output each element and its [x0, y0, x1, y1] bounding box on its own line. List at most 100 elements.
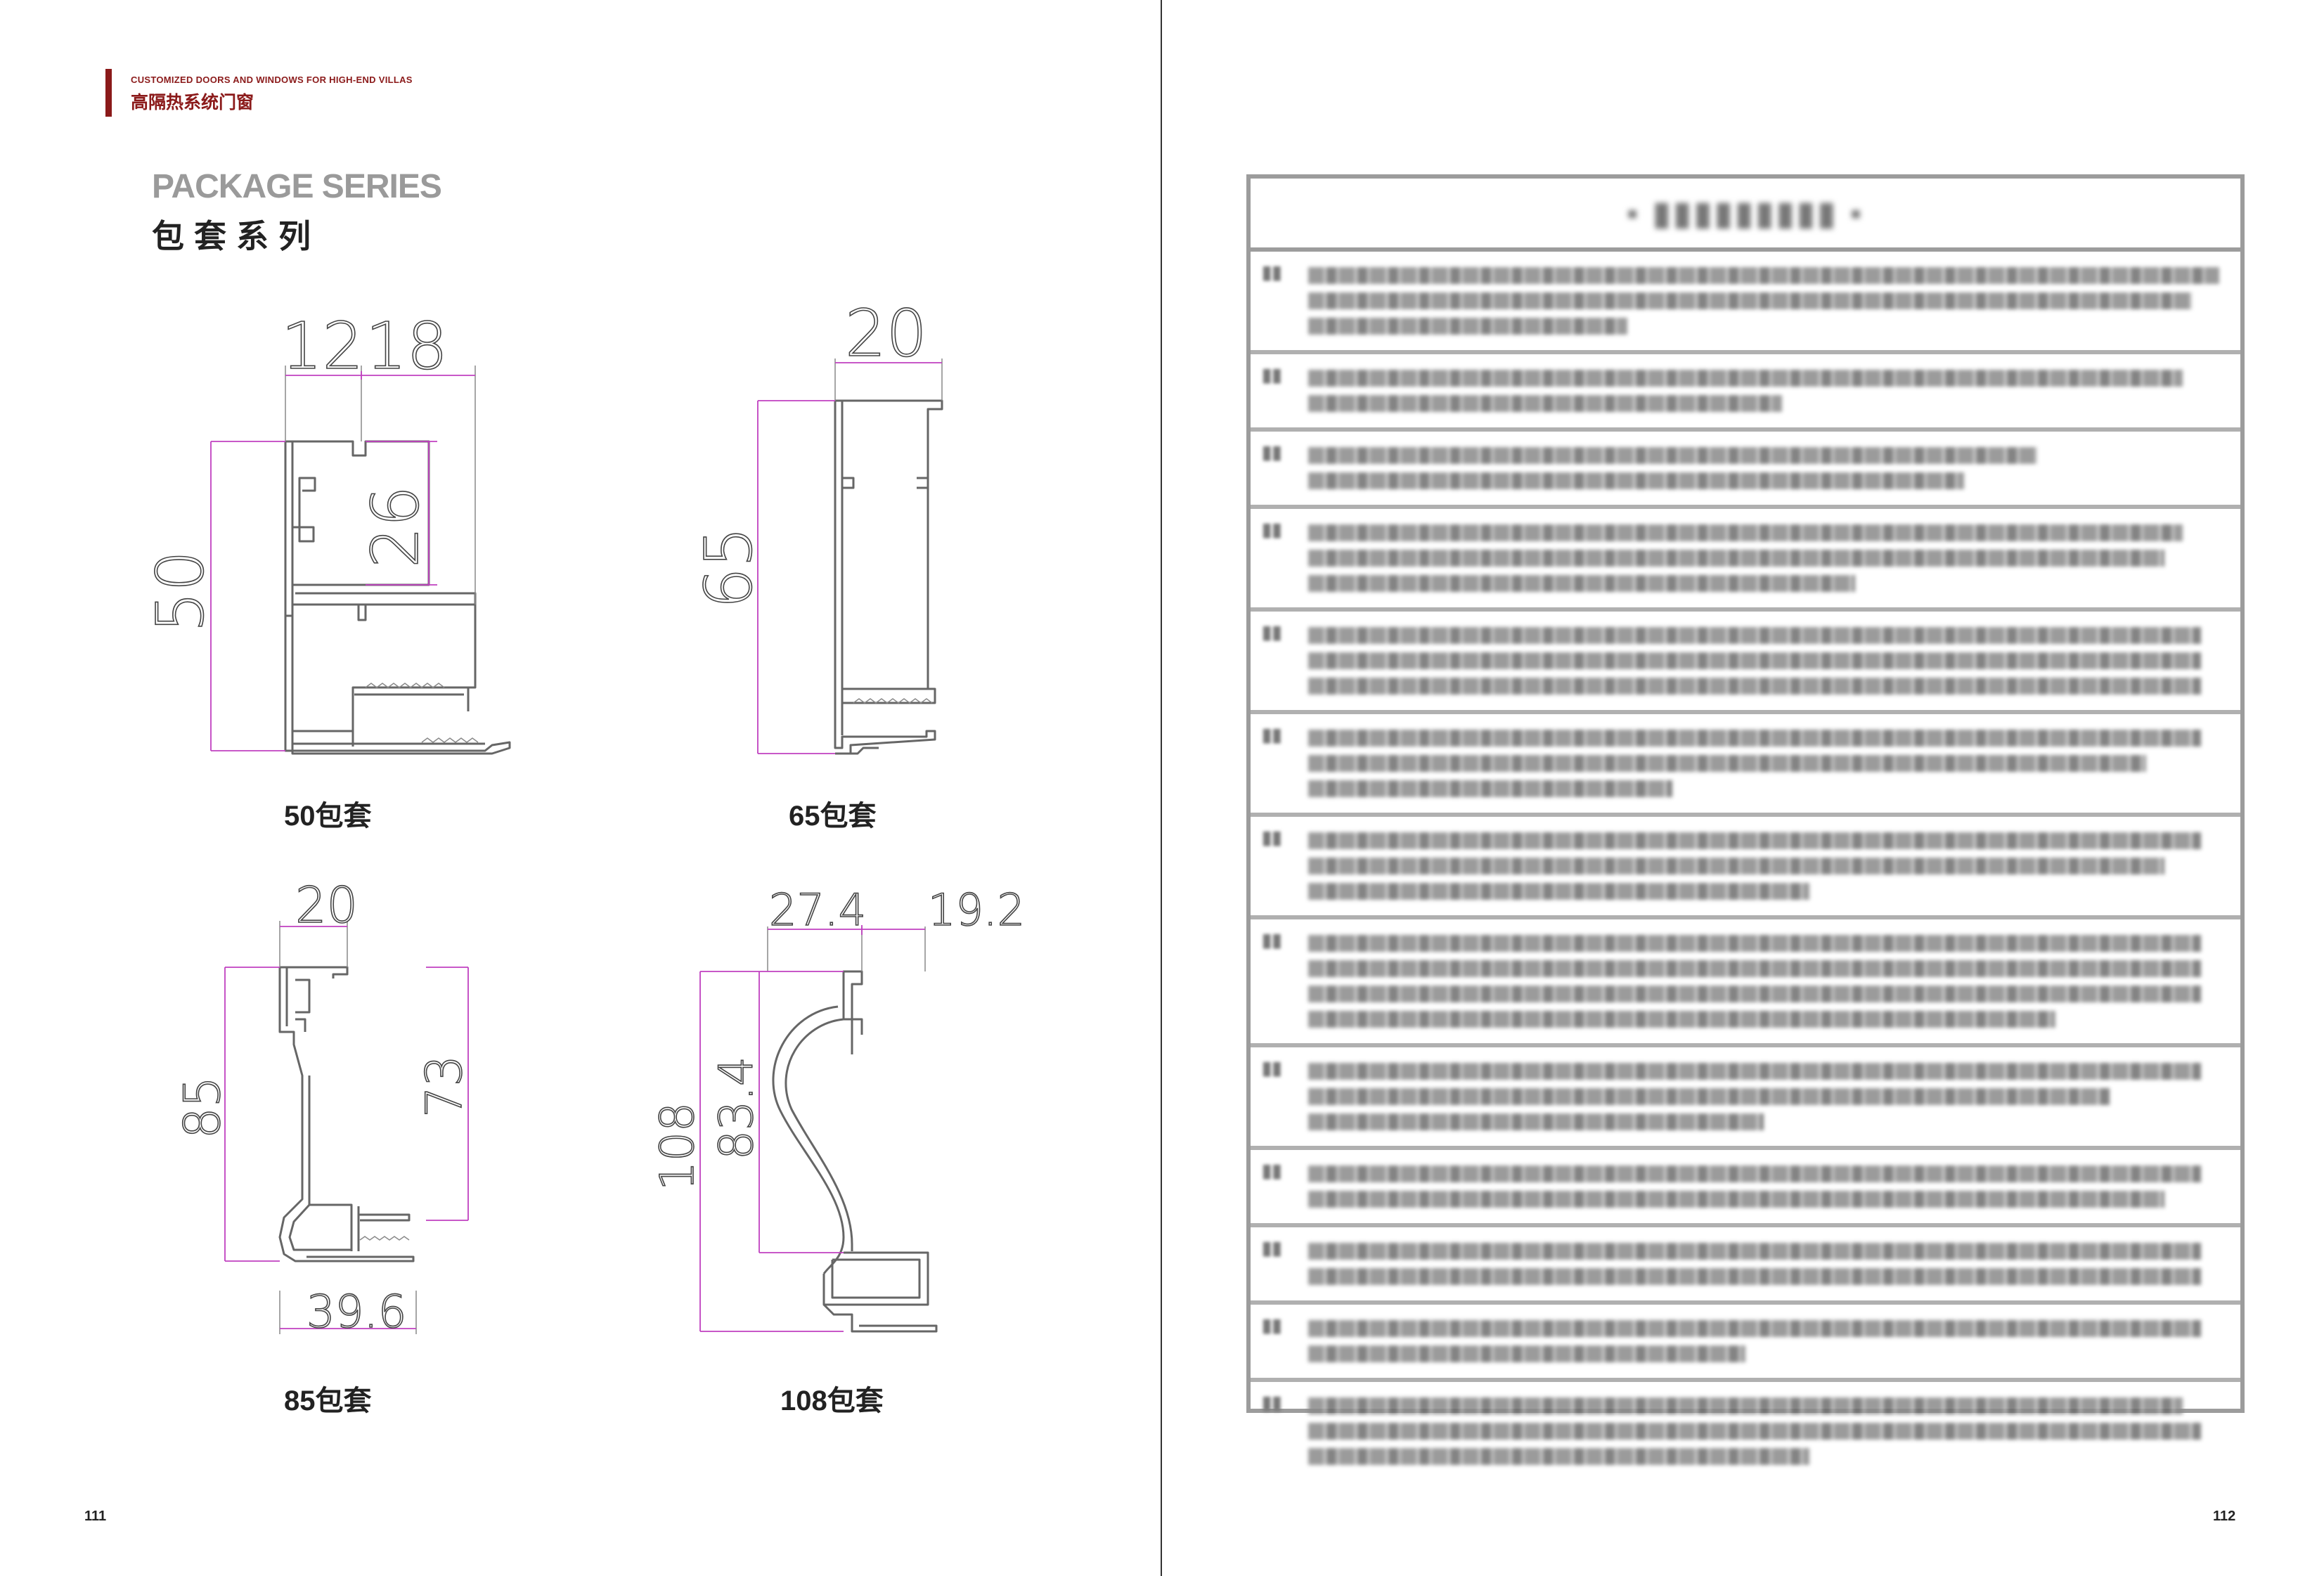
- profile-50-teeth: [365, 683, 479, 743]
- profile-108-outline: [772, 970, 938, 1333]
- spec-row-number-blurred: ▮▮: [1262, 441, 1282, 463]
- spec-row-text-blurred: [1308, 1448, 1809, 1465]
- spec-row-number-blurred: ▮▮: [1262, 1160, 1282, 1181]
- section-title-cn: 包套系列: [152, 218, 321, 254]
- spec-row-text-blurred: [1308, 575, 1855, 592]
- spec-row: ▮▮: [1251, 354, 2240, 432]
- spec-row: ▮▮: [1251, 509, 2240, 612]
- spec-row-text-blurred: [1308, 1397, 2183, 1414]
- spec-row-text-blurred: [1308, 678, 2201, 695]
- spec-row-text-blurred: [1308, 1191, 2164, 1208]
- spec-row-text-blurred: [1308, 1243, 2201, 1260]
- profile-108: 27.4 19.2 83.4 108: [650, 884, 1026, 1333]
- spec-row-text-blurred: [1308, 730, 2201, 747]
- spec-row-number-blurred: ▮▮: [1262, 261, 1282, 283]
- dim-108-83-4: 83.4: [709, 1057, 763, 1160]
- spec-row-text-blurred: [1308, 935, 2201, 952]
- spec-row-number-blurred: ▮▮: [1262, 621, 1282, 642]
- spec-row-text-blurred: [1308, 883, 1809, 900]
- spec-row-text-blurred: [1308, 1423, 2201, 1440]
- spec-row-text-blurred: [1308, 1063, 2201, 1080]
- spec-row-text-blurred: [1308, 1320, 2201, 1337]
- spec-row-number-blurred: ▮▮: [1262, 1392, 1282, 1413]
- brand-tagline-en: CUSTOMIZED DOORS AND WINDOWS FOR HIGH-EN…: [131, 75, 413, 85]
- dim-65-20: 20: [845, 296, 927, 371]
- spec-row: ▮▮: [1251, 1305, 2240, 1382]
- spec-row-text-blurred: [1308, 755, 2146, 772]
- profile-85-teeth: [359, 1236, 410, 1241]
- dim-108-108: 108: [650, 1102, 704, 1191]
- spec-row-text-blurred: [1308, 1345, 1745, 1362]
- spec-row-text-blurred: [1308, 832, 2201, 849]
- dim-85-73: 73: [415, 1055, 473, 1118]
- dim-85-20: 20: [295, 877, 358, 934]
- spec-row: ▮▮: [1251, 919, 2240, 1047]
- page-number-right: 112: [2213, 1509, 2236, 1524]
- dim-50-12: 12: [281, 309, 363, 384]
- spec-row-text-blurred: [1308, 627, 2201, 644]
- dim-108-27-4: 27.4: [769, 884, 866, 936]
- spec-row: ▮▮: [1251, 1382, 2240, 1480]
- spec-row: ▮▮: [1251, 432, 2240, 509]
- page-number-left: 111: [84, 1509, 107, 1524]
- spec-row-text-blurred: [1308, 318, 1627, 335]
- profile-65-outline: [834, 399, 943, 755]
- spec-table-blurred: ▪ ▮▮▮▮▮▮▮▮▮ ▪ ▮▮ ▮▮ ▮▮ ▮▮ ▮▮ ▮▮ ▮▮ ▮▮ ▮▮ ▮▮ ▮▮ ▮▮ ▮▮: [1246, 174, 2245, 1465]
- spec-row-text-blurred: [1308, 1088, 2110, 1105]
- spec-row-number-blurred: ▮▮: [1262, 1315, 1282, 1336]
- spec-row: ▮▮: [1251, 1150, 2240, 1227]
- caption-108-package: 108包套: [780, 1386, 884, 1416]
- spec-row-number-blurred: ▮▮: [1262, 724, 1282, 745]
- spec-row-text-blurred: [1308, 1165, 2201, 1182]
- blurred-title-text: ▪ ▮▮▮▮▮▮▮▮▮ ▪: [1627, 195, 1864, 231]
- spec-row-number-blurred: ▮▮: [1262, 519, 1282, 540]
- spec-table-rows: ▮▮ ▮▮ ▮▮ ▮▮ ▮▮ ▮▮ ▮▮ ▮▮ ▮▮ ▮▮ ▮▮ ▮▮ ▮▮: [1251, 252, 2240, 1480]
- profile-65-teeth: [853, 698, 933, 704]
- caption-50-package: 50包套: [284, 801, 372, 832]
- spec-row-number-blurred: ▮▮: [1262, 929, 1282, 950]
- spec-row: ▮▮: [1251, 817, 2240, 919]
- spec-table-title-blurred: ▪ ▮▮▮▮▮▮▮▮▮ ▪: [1251, 179, 2240, 252]
- spec-row-number-blurred: ▮▮: [1262, 1237, 1282, 1258]
- spec-row-text-blurred: [1308, 1113, 1764, 1130]
- dim-85-85: 85: [174, 1076, 231, 1139]
- spec-row: ▮▮: [1251, 1227, 2240, 1305]
- spec-row: ▮▮: [1251, 612, 2240, 714]
- profile-65: 20 65: [690, 295, 943, 755]
- brand-tagline-cn: 高隔热系统门窗: [131, 93, 254, 112]
- profile-85-outline: [278, 966, 415, 1262]
- spec-row-text-blurred: [1308, 267, 2219, 284]
- spec-row-text-blurred: [1308, 472, 1964, 489]
- spec-row-number-blurred: ▮▮: [1262, 827, 1282, 848]
- dim-85-39-6: 39.6: [306, 1286, 407, 1338]
- spec-row-text-blurred: [1308, 370, 2183, 387]
- spec-row-number-blurred: ▮▮: [1262, 1057, 1282, 1078]
- dim-50-26: 26: [358, 486, 433, 568]
- profile-85: 20 85 73 39.6: [173, 876, 474, 1339]
- spec-row-text-blurred: [1308, 447, 2037, 464]
- spec-row-text-blurred: [1308, 1011, 2055, 1028]
- dim-65-65: 65: [691, 527, 766, 609]
- spec-row-text-blurred: [1308, 292, 2192, 309]
- spec-row-text-blurred: [1308, 524, 2183, 541]
- spec-row-text-blurred: [1308, 652, 2201, 669]
- spec-row-text-blurred: [1308, 395, 1782, 412]
- profile-50: 12 18 26 50: [142, 308, 511, 755]
- caption-85-package: 85包套: [284, 1386, 372, 1416]
- spec-row: ▮▮: [1251, 252, 2240, 354]
- dim-108-19-2: 19.2: [928, 884, 1025, 936]
- spec-row-text-blurred: [1308, 858, 2164, 874]
- spec-row-text-blurred: [1308, 960, 2201, 977]
- profile-drawings: .prof { fill: none; stroke: #666; stroke…: [142, 295, 1026, 1339]
- dim-50-18: 18: [366, 309, 448, 384]
- caption-65-package: 65包套: [789, 801, 877, 832]
- brand-accent-bar: [105, 69, 112, 117]
- left-page: CUSTOMIZED DOORS AND WINDOWS FOR HIGH-EN…: [84, 69, 1026, 1524]
- dim-50-50: 50: [143, 550, 218, 633]
- spec-row-number-blurred: ▮▮: [1262, 364, 1282, 385]
- spec-row-text-blurred: [1308, 550, 2164, 567]
- spec-row-text-blurred: [1308, 780, 1672, 797]
- spec-row: ▮▮: [1251, 714, 2240, 817]
- section-title-en: PACKAGE SERIES: [152, 168, 442, 205]
- spec-row-text-blurred: [1308, 986, 2201, 1002]
